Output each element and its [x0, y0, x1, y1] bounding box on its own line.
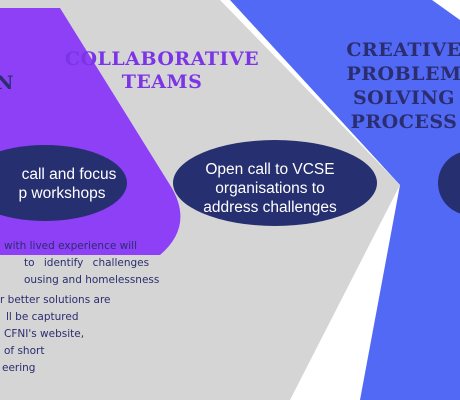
stage1-pill-label: call and focus p workshops: [0, 165, 130, 203]
stage3-title-line: PROBLEM: [346, 63, 460, 85]
desc-line: r better solutions are: [0, 294, 111, 306]
stage2-title-line: COLLABORATIVE: [64, 48, 260, 70]
desc-line: eering: [2, 362, 36, 374]
stage2-pill-label: Open call to VCSE organisations to addre…: [185, 160, 355, 217]
stage3-title-line: CREATIVE: [346, 39, 460, 61]
stage3-title-line: SOLVING: [352, 87, 456, 109]
stage1-description: with lived experience will to identify c…: [0, 238, 160, 377]
stage3-title: CREATIVE PROBLEM SOLVING PROCESS: [330, 38, 460, 134]
stage1-pill-line: p workshops: [18, 185, 106, 202]
stage3-title-line: PROCESS: [350, 111, 458, 133]
stage2-pill-line: address challenges: [203, 199, 337, 216]
desc-line: ll be captured: [6, 311, 79, 323]
desc-line: CFNI's website,: [4, 328, 85, 340]
stage4-edge: [432, 0, 460, 20]
stage2-pill: [173, 140, 377, 226]
stage1-pill: [0, 145, 127, 221]
stage2-title-line: TEAMS: [121, 71, 203, 93]
desc-line: ousing and homelessness: [24, 274, 160, 286]
desc-line: of short: [4, 345, 45, 357]
stage2-pill-line: organisations to: [215, 180, 325, 197]
stage1-desc-paragraph: with lived experience will to identify c…: [0, 238, 160, 289]
stage3-chevron: [220, 0, 460, 400]
desc-line: with lived experience will: [4, 240, 137, 252]
stage2-title: COLLABORATIVE TEAMS: [62, 48, 262, 94]
stage3-pill: [438, 152, 460, 214]
stage2-pill-line: Open call to VCSE: [205, 161, 335, 178]
desc-line: to identify challenges: [24, 257, 150, 269]
stage1-pill-line: call and focus: [21, 166, 117, 183]
stage1-desc-paragraph: r better solutions are ll be captured CF…: [0, 292, 148, 377]
stage1-title: N: [0, 72, 14, 94]
